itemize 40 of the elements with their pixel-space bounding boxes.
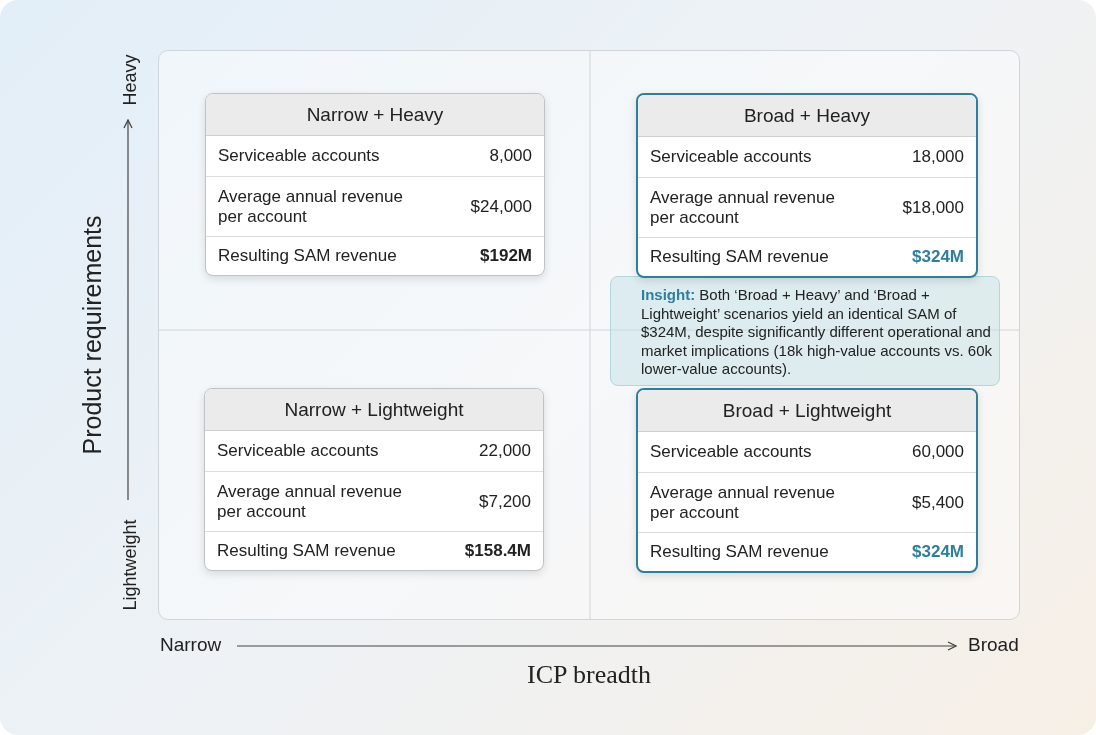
- metric-label: Average annual revenue per account: [217, 481, 403, 522]
- card-title: Broad + Heavy: [743, 104, 871, 127]
- metric-label: Serviceable accounts: [218, 146, 380, 166]
- metric-value: $5,400: [912, 492, 964, 513]
- insight-text: Insight: Both ‘Broad + Heavy’ and ‘Broad + Lightweight’ scenarios yield an identical SAM of $324M, despite significantly different operational and market implications (18k high-value accounts vs. 60k lower-value accounts).: [641, 286, 993, 379]
- scenario-card: [636, 93, 978, 278]
- metric-value: $192M: [480, 246, 532, 266]
- axis-title: ICP breadth: [527, 660, 651, 690]
- metric-value: 18,000: [912, 147, 964, 167]
- metric-value: $24,000: [470, 196, 532, 217]
- metric-value: $324M: [912, 542, 964, 562]
- axis-end-label: Narrow: [160, 634, 222, 656]
- card-title: Narrow + Heavy: [306, 103, 444, 126]
- metric-label: Resulting SAM revenue: [218, 246, 397, 266]
- metric-value: 8,000: [489, 146, 532, 166]
- metric-value: $158.4M: [464, 541, 531, 561]
- card-title: Broad + Lightweight: [722, 399, 892, 422]
- card-title: Narrow + Lightweight: [284, 398, 464, 421]
- axis-end-label: Lightweight: [119, 519, 141, 611]
- metric-value: 22,000: [479, 441, 531, 461]
- metric-value: $18,000: [902, 197, 964, 218]
- metric-value: 60,000: [912, 442, 964, 462]
- metric-value: $324M: [912, 247, 964, 267]
- axis-end-label: Heavy: [119, 54, 141, 106]
- insight-box: [610, 276, 1000, 386]
- scenario-card: [636, 388, 978, 573]
- metric-label: Resulting SAM revenue: [650, 542, 829, 562]
- axis-title: Product requirements: [77, 215, 107, 455]
- metric-label: Average annual revenue per account: [650, 187, 836, 228]
- metric-label: Resulting SAM revenue: [650, 247, 829, 267]
- scenario-card: [204, 388, 544, 571]
- metric-label: Average annual revenue per account: [650, 482, 836, 523]
- metric-label: Serviceable accounts: [650, 147, 812, 167]
- scenario-card: [205, 93, 545, 276]
- metric-label: Serviceable accounts: [217, 441, 379, 461]
- axis-end-label: Broad: [968, 634, 1019, 656]
- metric-label: Resulting SAM revenue: [217, 541, 396, 561]
- metric-label: Serviceable accounts: [650, 442, 812, 462]
- metric-label: Average annual revenue per account: [218, 186, 404, 227]
- metric-value: $7,200: [479, 491, 531, 512]
